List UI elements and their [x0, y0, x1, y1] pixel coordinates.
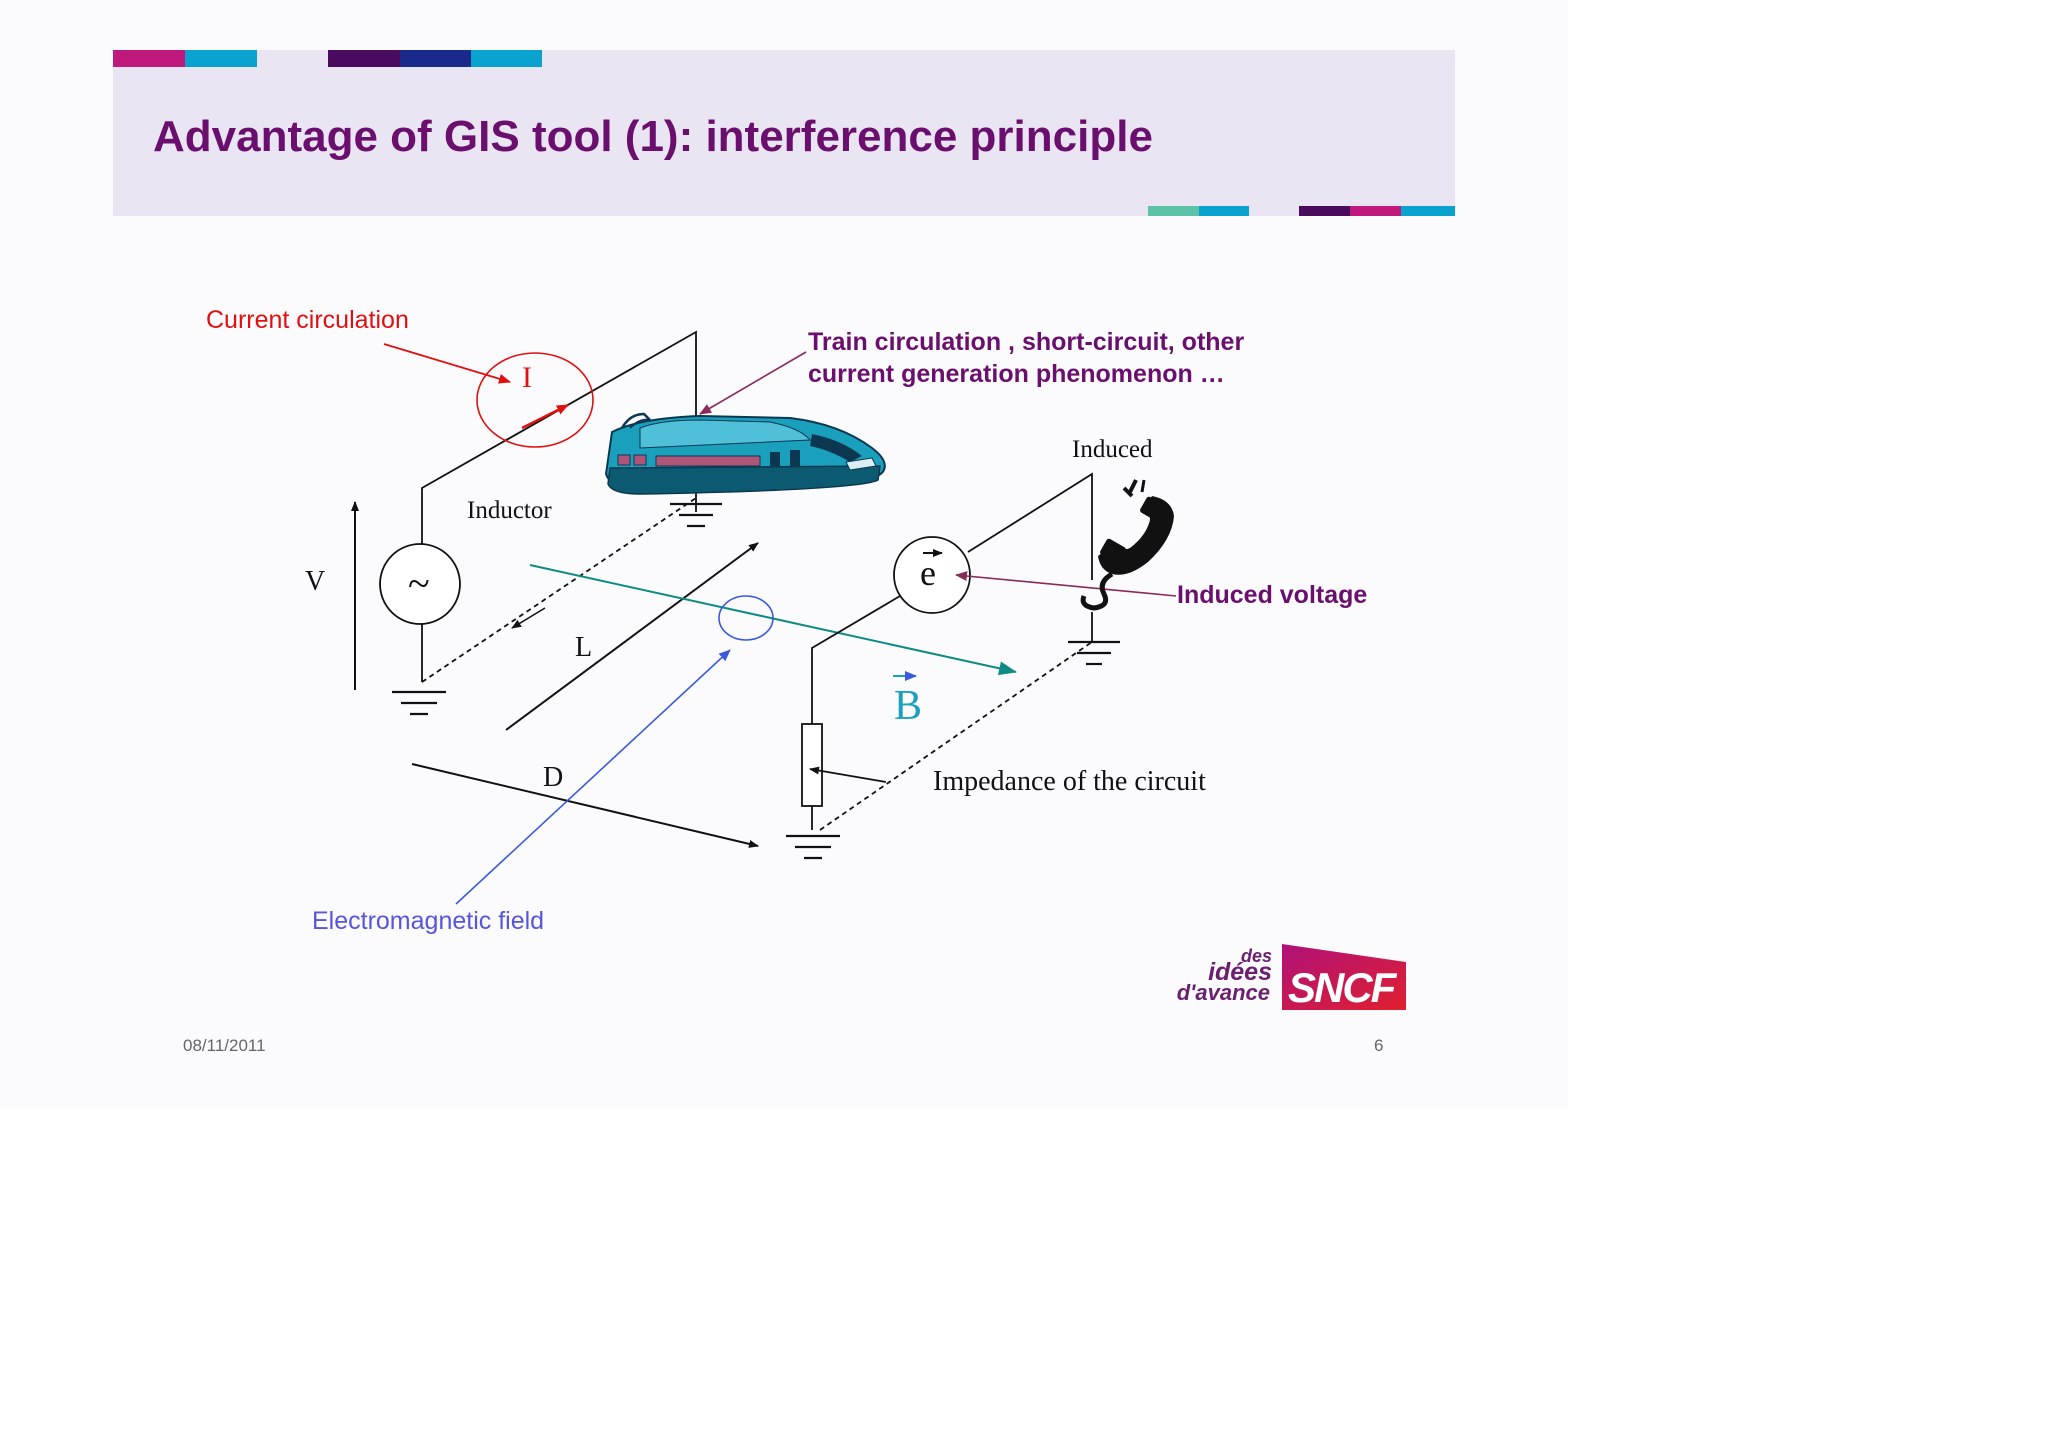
- telephone-icon: [1080, 479, 1174, 611]
- header-stripe: [471, 50, 542, 67]
- header-stripe: [1299, 206, 1350, 216]
- slide-title: Advantage of GIS tool (1): interference …: [153, 112, 1153, 161]
- induced-voltage-label: Induced voltage: [1177, 581, 1368, 609]
- slide-date: 08/11/2011: [183, 1036, 266, 1055]
- induced-circuit: [811, 472, 1093, 831]
- impedance-resistor: [801, 723, 823, 807]
- slide-page-number: 6: [1374, 1036, 1384, 1055]
- return-current-arrow: [511, 607, 546, 629]
- train-illustration: [604, 412, 886, 495]
- ground-symbol: [786, 834, 840, 860]
- header-stripe: [328, 50, 400, 67]
- sncf-logo: [1282, 944, 1406, 1010]
- ground-symbol: [392, 690, 446, 716]
- logo-tagline-3: d'avance: [1176, 980, 1270, 1005]
- header-stripe: [1148, 206, 1199, 216]
- current-direction-arrow: [521, 403, 569, 430]
- symbol-V: V: [305, 566, 326, 597]
- symbol-L: L: [575, 632, 593, 663]
- induced-voltage-pointer: [955, 571, 1177, 597]
- sncf-logo-text: SNCF: [1288, 964, 1396, 1011]
- ground-symbol: [670, 502, 722, 528]
- current-circulation-pointer: [383, 343, 511, 384]
- symbol-D: D: [543, 762, 564, 793]
- inductor-label: Inductor: [467, 497, 552, 524]
- electromagnetic-field-pointer: [455, 649, 731, 905]
- distance-arrow: [411, 763, 759, 848]
- header-stripe: [113, 50, 185, 67]
- generator-tilde: ~: [408, 561, 430, 606]
- header-stripe: [1199, 206, 1249, 216]
- symbol-B: B: [894, 683, 923, 729]
- induced-label: Induced: [1072, 436, 1153, 463]
- train-circulation-label-line2: current generation phenomenon …: [808, 360, 1225, 388]
- logo-tagline-1: des: [1240, 946, 1272, 966]
- generator-symbol: [379, 543, 461, 625]
- current-highlight-circle: [476, 352, 594, 448]
- header-stripe: [185, 50, 257, 67]
- header-band: [113, 50, 1455, 216]
- ground-symbol: [1068, 640, 1120, 666]
- field-highlight-circle: [718, 595, 774, 641]
- induced-source-symbol: [893, 536, 971, 614]
- train-pointer: [699, 351, 807, 415]
- current-circulation-label: Current circulation: [206, 306, 409, 334]
- header-stripe: [1350, 206, 1401, 216]
- interference-diagram: [351, 330, 1177, 905]
- header-stripe: [1401, 206, 1455, 216]
- train-circulation-label-line1: Train circulation , short-circuit, other: [808, 328, 1245, 356]
- impedance-pointer: [809, 766, 887, 783]
- header-stripe: [400, 50, 471, 67]
- electromagnetic-field-label: Electromagnetic field: [312, 907, 545, 935]
- slide: Advantage of GIS tool (1): interference …: [113, 50, 1455, 1055]
- symbol-e: e: [920, 553, 936, 593]
- logo-tagline-2: idées: [1208, 958, 1272, 986]
- inductor-circuit: [421, 330, 697, 683]
- length-arrow: [505, 542, 759, 731]
- symbol-I: I: [522, 361, 532, 394]
- impedance-label: Impedance of the circuit: [933, 766, 1206, 797]
